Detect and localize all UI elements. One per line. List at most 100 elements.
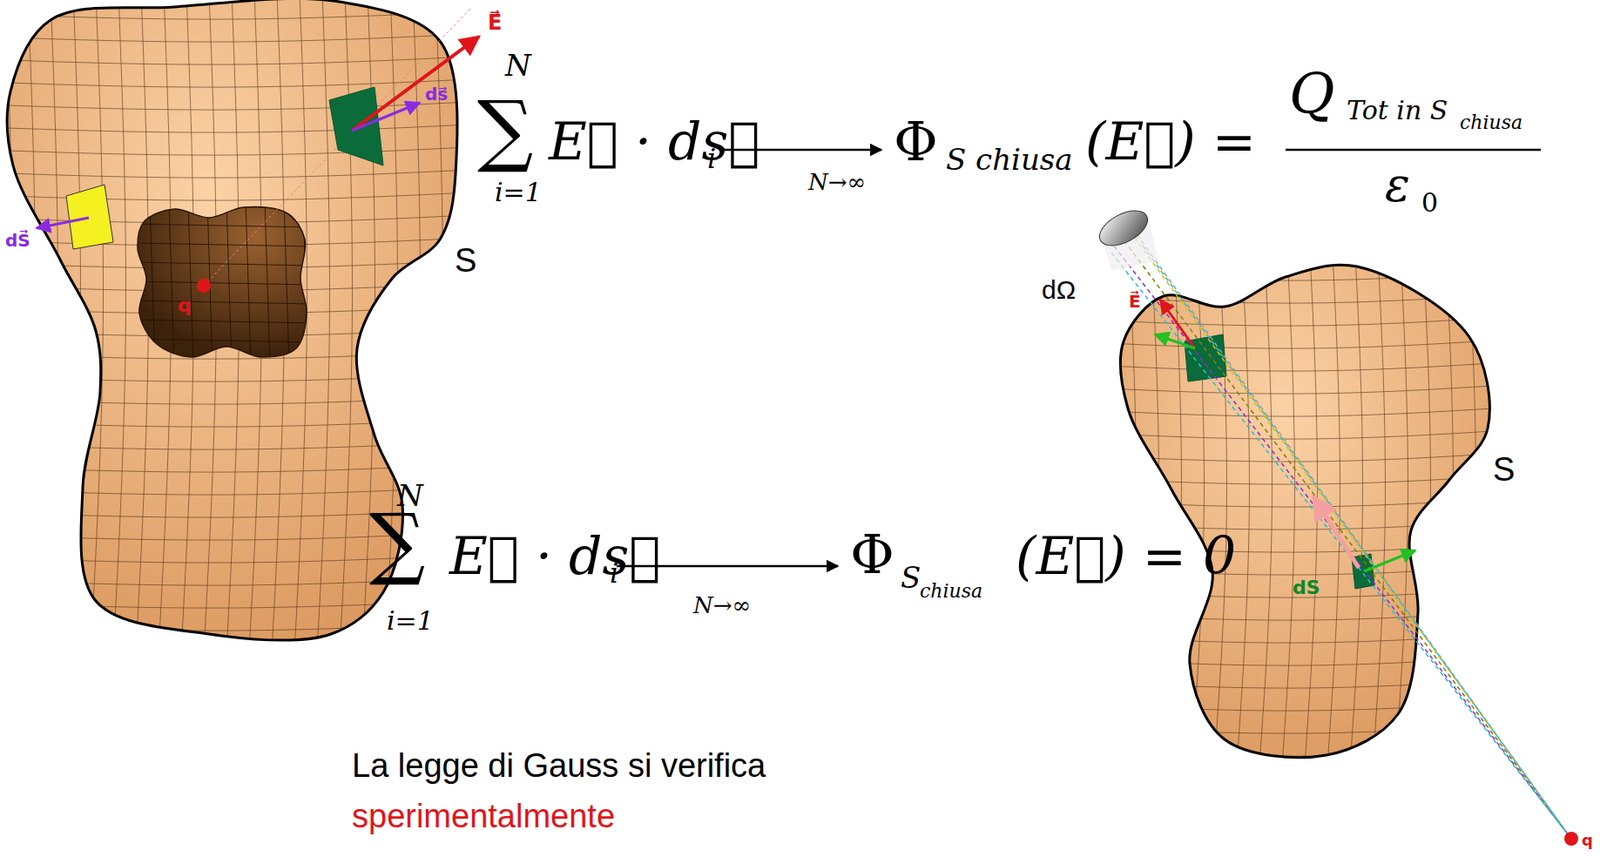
surface-mesh — [0, 0, 488, 654]
mesh-line — [130, 223, 314, 228]
formula-text: (E⃗) = 0 — [1015, 529, 1236, 582]
vector-label: E⃗ — [1128, 292, 1141, 311]
charge-label: q — [1581, 832, 1594, 849]
formula-text: E⃗ · ds⃗ — [449, 529, 661, 582]
mesh-line — [1214, 252, 1227, 767]
mesh-line — [1168, 252, 1182, 767]
hole-mesh — [130, 200, 314, 366]
mesh-line — [1106, 656, 1507, 666]
mesh-line — [1304, 252, 1317, 767]
mesh-line — [0, 33, 488, 42]
mesh-line — [0, 55, 488, 65]
field-vector — [351, 36, 480, 131]
mesh-line — [1106, 249, 1507, 258]
surface-element — [66, 184, 114, 250]
charge-label: q — [177, 296, 192, 316]
mesh-line — [1106, 339, 1507, 349]
mesh-line — [1106, 498, 1507, 507]
formula-text: N→∞ — [693, 594, 751, 617]
area-vector — [1154, 334, 1195, 349]
mesh-line — [0, 644, 488, 654]
mesh-line — [1440, 252, 1453, 767]
solid-angle-label: dΩ — [1041, 276, 1076, 304]
mesh-line — [45, 0, 58, 654]
surface-outline — [6, 0, 458, 641]
formula-text: S — [900, 562, 921, 593]
vector-label: dS — [1292, 578, 1321, 598]
mesh-line — [90, 0, 103, 654]
mesh-line — [130, 281, 314, 285]
formula-text: Q — [1289, 66, 1335, 122]
formula-text: i — [609, 559, 619, 588]
mesh-line — [0, 123, 488, 133]
mesh-line — [130, 200, 136, 366]
mesh-line — [0, 146, 488, 156]
formula-text: N→∞ — [808, 170, 866, 194]
mesh-line — [1282, 252, 1295, 767]
mesh-line — [1146, 252, 1159, 767]
mesh-line — [1106, 611, 1507, 621]
mesh-line — [0, 440, 488, 450]
mesh-line — [1106, 407, 1507, 417]
mesh-line — [130, 357, 314, 362]
mesh-line — [1372, 252, 1385, 767]
mesh-line — [303, 200, 309, 366]
formula-text: Tot in S — [1346, 97, 1448, 124]
mesh-line — [130, 204, 314, 209]
formula-text: ∑ — [369, 503, 426, 582]
mesh-line — [1106, 702, 1507, 711]
field-line — [203, 8, 471, 286]
surface-mesh — [1100, 249, 1507, 767]
formula-text: Φ — [893, 114, 939, 169]
closed-surface — [1100, 249, 1507, 767]
closed-surface — [0, 0, 488, 654]
mesh-line — [1100, 252, 1114, 767]
mesh-line — [1106, 362, 1507, 372]
formula-text: 0 — [1421, 189, 1438, 217]
mesh-line — [1106, 452, 1507, 462]
formula-text: i=1 — [494, 179, 542, 206]
surface-label: S — [454, 243, 477, 277]
area-vector — [1363, 550, 1416, 572]
mesh-line — [0, 395, 488, 405]
mesh-line — [1106, 317, 1507, 326]
formula-text: N — [505, 50, 532, 81]
mesh-line — [1106, 747, 1507, 757]
mesh-line — [1106, 634, 1507, 643]
mesh-line — [283, 200, 290, 366]
formula-text: E⃗ · ds⃗ — [548, 114, 760, 168]
mesh-line — [130, 262, 314, 266]
formula-text: chiusa — [1459, 113, 1523, 133]
formula-text: Φ — [850, 527, 895, 582]
field-vector — [1313, 496, 1359, 568]
mesh-line — [130, 338, 314, 343]
mesh-line — [317, 0, 330, 654]
mesh-line — [149, 200, 156, 366]
vector-label: dS⃗ — [5, 231, 31, 250]
mesh-line — [0, 0, 13, 654]
point-charge — [196, 278, 211, 293]
mesh-line — [130, 319, 314, 324]
mesh-line — [1485, 252, 1499, 767]
mesh-line — [1259, 252, 1272, 767]
mesh-line — [1350, 252, 1363, 767]
fraction-bar — [1285, 148, 1541, 152]
surface-outline — [1120, 264, 1490, 758]
formula-text: ε — [1384, 162, 1411, 210]
vector-label: E⃗ — [487, 12, 502, 34]
mesh-line — [130, 243, 314, 247]
formula-text: i=1 — [386, 607, 434, 635]
solid-angle-disk — [1093, 203, 1154, 253]
mesh-line — [0, 168, 488, 178]
note-text: sperimentalmente — [351, 799, 615, 833]
formula-text: ∑ — [477, 90, 534, 169]
area-vector — [351, 102, 420, 131]
mesh-line — [22, 0, 35, 654]
mesh-line — [1236, 252, 1249, 767]
mesh-line — [1106, 430, 1507, 439]
mesh-line — [67, 0, 81, 654]
area-vector — [36, 217, 89, 229]
formula-text: chiusa — [919, 581, 983, 601]
